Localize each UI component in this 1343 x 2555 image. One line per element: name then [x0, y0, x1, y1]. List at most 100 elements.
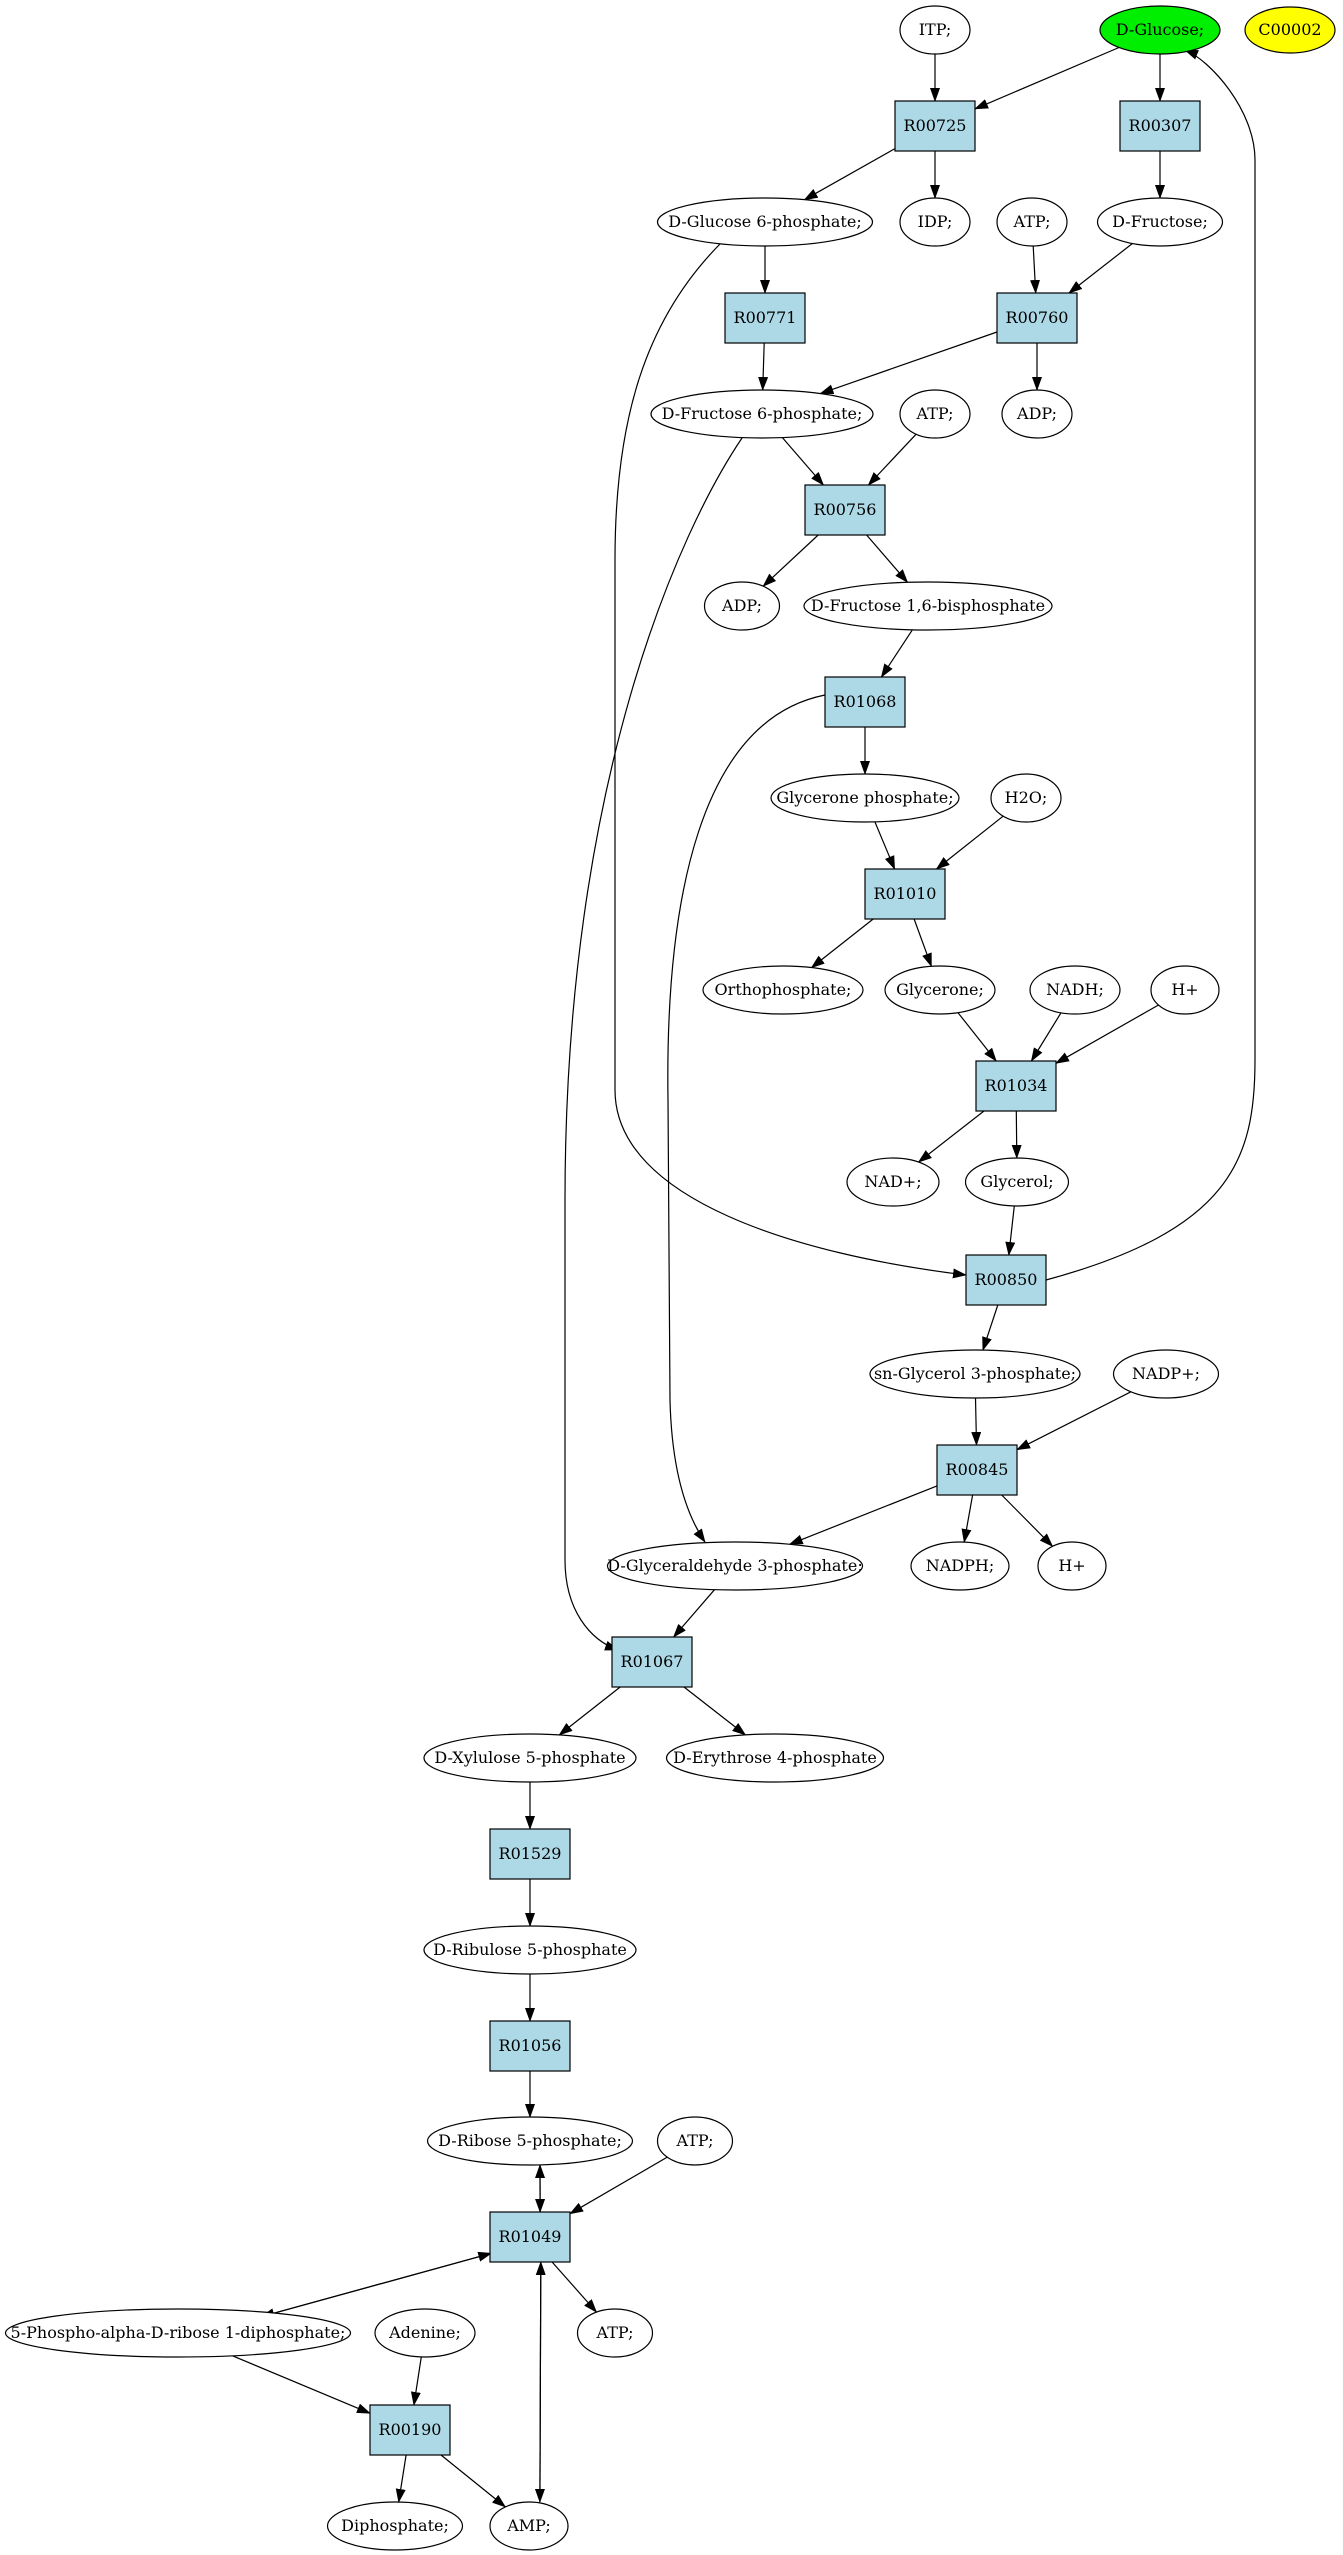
compound-node-prpp: 5-Phospho-alpha-D-ribose 1-diphosphate; [4, 2308, 352, 2358]
compound-ellipse [996, 197, 1068, 247]
compound-node-g6p: D-Glucose 6-phosphate; [656, 197, 874, 247]
edge-r00725-to-g6p [803, 148, 896, 201]
compound-ellipse [703, 581, 781, 631]
compound-ellipse [803, 581, 1053, 631]
reaction-box [824, 676, 906, 728]
edge-fructose-to-r00760 [1068, 243, 1133, 294]
node-label: R01067 [621, 1652, 684, 1671]
node-label: R00760 [1006, 308, 1069, 327]
node-label: R00725 [904, 116, 967, 135]
edge-nadh-to-r01034 [1030, 1012, 1062, 1062]
compound-node-nadh: NADH; [1029, 965, 1121, 1015]
edge-prpp-to-r01049 [261, 2251, 493, 2318]
edge-r00190-to-diphosphate [395, 2454, 407, 2503]
reaction-box [489, 2020, 571, 2072]
compound-ellipse [899, 389, 971, 439]
compound-ellipse [1037, 1541, 1107, 1591]
reaction-box [489, 2211, 571, 2263]
compound-ellipse [423, 1925, 637, 1975]
edge-glucose-to-r00725 [974, 46, 1120, 110]
node-label: Glycerol; [980, 1172, 1053, 1191]
edge-atp1-to-r00760 [1030, 245, 1041, 294]
node-label: ITP; [919, 20, 952, 39]
compound-node-r5p: D-Ribose 5-phosphate; [426, 2116, 634, 2166]
reaction-node-r00760: R00760 [996, 292, 1078, 344]
node-label: IDP; [918, 212, 953, 231]
compound-ellipse [869, 1349, 1081, 1399]
compound-node-adp1: ADP; [1001, 389, 1073, 439]
compound-node-ortho: Orthophosphate; [702, 965, 864, 1015]
compound-ellipse [1029, 965, 1121, 1015]
node-label: D-Fructose 6-phosphate; [662, 404, 863, 423]
node-label: Glycerone phosphate; [776, 788, 953, 807]
compound-ellipse [910, 1541, 1010, 1591]
node-label: D-Ribose 5-phosphate; [438, 2131, 622, 2150]
reaction-node-r01056: R01056 [489, 2020, 571, 2072]
node-label: ADP; [1016, 404, 1057, 423]
node-label: NAD+; [864, 1172, 921, 1191]
reaction-node-r00190: R00190 [369, 2404, 451, 2456]
compound-node-glyp: Glycerone phosphate; [770, 773, 960, 823]
node-label: ATP; [676, 2131, 714, 2150]
reaction-box [894, 100, 976, 152]
node-label: D-Fructose; [1112, 212, 1208, 231]
reaction-box [975, 1060, 1057, 1112]
node-label: D-Glucose; [1116, 20, 1204, 39]
edge-nadpplus-to-r00845 [1016, 1391, 1132, 1451]
compound-node-atp2: ATP; [899, 389, 971, 439]
compound-node-c00002: C00002 [1244, 6, 1336, 54]
node-label: R01068 [834, 692, 897, 711]
node-label: ATP; [916, 404, 954, 423]
edge-atp3-to-r01049 [569, 2156, 668, 2215]
node-label: R00307 [1129, 116, 1192, 135]
compound-node-fbp: D-Fructose 1,6-bisphosphate [803, 581, 1053, 631]
node-label: R01056 [499, 2036, 562, 2055]
edge-r01034-to-glycerol [1011, 1110, 1022, 1159]
reaction-node-r00771: R00771 [724, 292, 806, 344]
edge-r00845-to-hplus2 [1001, 1494, 1054, 1548]
edge-gap-to-r01067 [672, 1589, 715, 1638]
node-label: D-Glucose 6-phosphate; [668, 212, 861, 231]
reaction-box [369, 2404, 451, 2456]
compound-ellipse [656, 197, 874, 247]
reaction-node-r00725: R00725 [894, 100, 976, 152]
reaction-node-r01010: R01010 [864, 868, 946, 920]
node-label: NADPH; [926, 1556, 995, 1575]
reaction-box [996, 292, 1078, 344]
reaction-node-r01034: R01034 [975, 1060, 1057, 1112]
reaction-box [724, 292, 806, 344]
node-label: D-Ribulose 5-phosphate [433, 1940, 627, 1959]
compound-node-amp: AMP; [489, 2501, 569, 2551]
edge-r00760-to-f6p [819, 331, 998, 395]
edge-r00845-to-gap [788, 1485, 938, 1545]
compound-node-nadplus: NAD+; [846, 1157, 940, 1207]
compound-node-fructose: D-Fructose; [1096, 197, 1224, 247]
compound-node-adp2: ADP; [703, 581, 781, 631]
edge-hplus1-to-r01034 [1055, 1004, 1159, 1064]
compound-ellipse [1096, 197, 1224, 247]
edge-r00756-to-fbp [866, 534, 909, 584]
compound-ellipse [656, 2116, 734, 2166]
node-label: R00190 [379, 2420, 442, 2439]
compound-ellipse [702, 965, 864, 1015]
edge-glycerone-to-r01034 [957, 1012, 997, 1062]
reaction-box [965, 1254, 1047, 1306]
compound-node-idp: IDP; [899, 197, 971, 247]
node-label: R01010 [874, 884, 937, 903]
node-label: NADH; [1046, 980, 1104, 999]
edge-r01010-to-glycerone [913, 918, 932, 968]
node-label: R00771 [734, 308, 797, 327]
node-label: R01034 [985, 1076, 1048, 1095]
node-label: R01529 [499, 1844, 562, 1863]
reaction-node-r01049: R01049 [489, 2211, 571, 2263]
compound-ellipse [650, 389, 874, 439]
node-label: H+ [1171, 980, 1198, 999]
compound-ellipse [489, 2501, 569, 2551]
compound-node-diphosphate: Diphosphate; [326, 2501, 464, 2551]
compound-node-atp4: ATP; [576, 2308, 654, 2358]
compound-ellipse [846, 1157, 940, 1207]
edge-adenine-to-r00190 [410, 2356, 422, 2406]
reaction-node-r00307: R00307 [1119, 100, 1201, 152]
